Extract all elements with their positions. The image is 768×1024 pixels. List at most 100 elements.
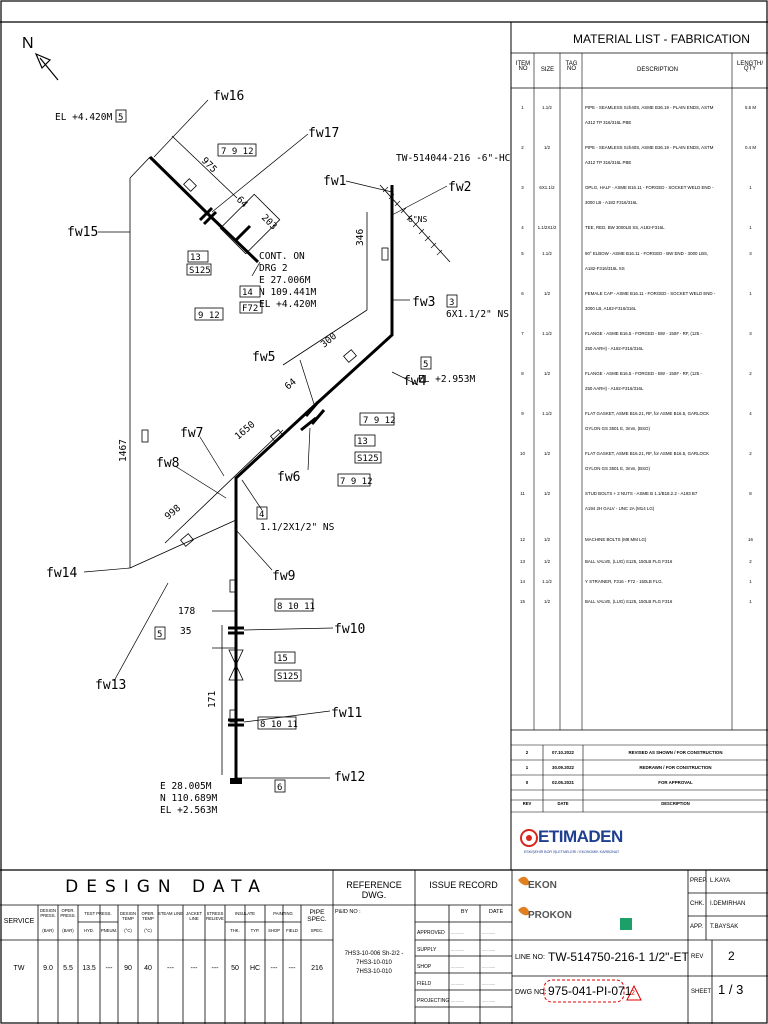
end-note-1: E 28.005M <box>160 781 212 792</box>
north-label: N <box>22 35 34 52</box>
ml-qty: 1 <box>749 599 752 604</box>
dd-s-c1: (°C) <box>124 928 132 933</box>
ml-desc-line: FLANGE - ASME B16.5 - FORGED - BW - 150#… <box>585 371 702 376</box>
issue-row: SUPPLY........................ <box>415 942 512 958</box>
fw15-label: fw15 <box>67 225 98 240</box>
ml-size: 1/2 <box>543 537 551 542</box>
ml-qty: 1 <box>749 185 752 190</box>
app-value: T.BAYSAK <box>710 924 739 930</box>
ml-qty: 0.4 M <box>745 145 756 150</box>
issue-row-label: SHOP <box>417 964 432 970</box>
dd-value-pipe-spec: 216 <box>311 965 323 972</box>
dd-h-pipe-spec: PIPE SPEC. <box>307 909 327 923</box>
ml-size: 1/2 <box>543 451 551 456</box>
rev-header-rev: REV <box>522 801 532 806</box>
ml-item: 8 <box>521 371 524 376</box>
tag-912c: 7 9 12 <box>363 416 396 426</box>
ml-item: 1 <box>521 105 524 110</box>
ml-desc: TEE, RED. BW 3000LB SS, A182-F316L <box>585 220 733 235</box>
ml-size: 1/2 <box>543 599 551 604</box>
fw10-label: fw10 <box>334 622 365 637</box>
issue-row-label: FIELD <box>417 981 432 987</box>
ml-desc: STUD BOLTS + 2 NUTS - ASME B 1.1/B18.2.2… <box>585 486 733 516</box>
dd-s-ins-typ: TYP. <box>250 928 260 933</box>
ml-item: 3 <box>521 185 524 190</box>
dd-s-barg2: (BAR) <box>62 928 74 933</box>
dwg-no-label: DWG NO: <box>515 989 547 996</box>
ml-header-tag: TAG NO <box>565 61 578 72</box>
fw6-label: fw6 <box>277 470 300 485</box>
ml-desc: BALL VALVE, (LUG) S125, 150LB FLG F316 <box>585 554 733 569</box>
north-arrow-icon: N <box>22 35 59 81</box>
flanges <box>198 206 326 727</box>
ml-size: 1/2 <box>543 291 551 296</box>
ml-desc-line: A194 2H GALV - UNC 2A (M14 LG) <box>585 506 655 511</box>
ml-item: 14 <box>520 579 525 584</box>
ml-size: 1.1/2 <box>542 105 552 110</box>
ml-desc-line: 250 AARH) - A182-F316/316L <box>585 346 644 351</box>
ekon-label: EKON <box>528 880 557 891</box>
issue-row: SHOP........................ <box>415 959 512 975</box>
issue-row-label: SUPPLY <box>417 947 437 953</box>
fw7-label: fw7 <box>180 426 203 441</box>
dd-value-oper-temp: 40 <box>144 965 152 972</box>
ml-desc-line: GYLON GS 3501 E, 3mm, (BSO) <box>585 426 650 431</box>
ml-desc: FLANGE - ASME B16.5 - FORGED - BW - 150#… <box>585 366 733 396</box>
ml-item: 12 <box>520 537 525 542</box>
ml-desc-line: FLAT GASKET, ASME B16.21, RF, for ASME B… <box>585 451 710 456</box>
tag-s125c: S125 <box>277 672 299 682</box>
fw12-label: fw12 <box>334 770 365 785</box>
dd-s-pipe-spec: SPEC. <box>310 928 324 933</box>
rev-header-desc: DESCRIPTION <box>661 801 690 806</box>
line-no-label: LINE NO: <box>515 954 545 961</box>
chk-label: CHK. <box>690 901 705 907</box>
dd-s-pneum: PNEUM. <box>100 928 118 933</box>
dim-64a: 64 <box>234 194 250 210</box>
dim-1650: 1650 <box>233 419 258 442</box>
revision-cloud <box>543 979 625 1003</box>
ml-size: 1/2 <box>543 559 551 564</box>
material-list-title: MATERIAL LIST - FABRICATION <box>573 32 750 46</box>
tag-s125b: S125 <box>357 454 379 464</box>
ml-size: 1.1/2 <box>542 331 552 336</box>
ml-desc: Y STRAINER, F316 - F72 - 150LB FLG. <box>585 574 733 589</box>
rev-date: 02.05.2021 <box>552 780 574 785</box>
tag-14: 14 <box>242 288 253 298</box>
tag-13b: 13 <box>357 437 368 447</box>
ml-qty: 4 <box>749 411 752 416</box>
revision-grid <box>511 744 768 813</box>
ml-desc: FLAT GASKET, ASME B16.21, RF, for ASME B… <box>585 406 733 436</box>
dim-178: 178 <box>178 606 195 617</box>
tag-81011a: 8 10 11 <box>277 602 315 612</box>
fw4-label: fw4 <box>403 374 427 389</box>
ml-desc: FEMALE CAP - ASME B16.11 - FORGED - SOCK… <box>585 286 733 316</box>
dd-value-hyd: 13.5 <box>82 965 96 972</box>
dd-value-stress: --- <box>211 965 219 972</box>
fw11-label: fw11 <box>331 706 362 721</box>
el-mid-note: EL +2.953M <box>418 374 475 385</box>
pipe-markers <box>141 178 389 723</box>
ml-size: 6X1.1/2 <box>539 185 555 190</box>
dd-h-test-press: TEST PRESS. <box>84 911 112 916</box>
ml-qty: 2 <box>749 559 752 564</box>
ml-size: 1/2 <box>543 491 551 496</box>
dd-value-ins-typ: HC <box>249 965 261 972</box>
y-strainer-icon <box>219 193 281 255</box>
dd-h-oper-temp: OPER. TEMP <box>141 911 155 921</box>
dd-s-hyd: HYD. <box>83 928 94 933</box>
ml-desc: FLAT GASKET, ASME B16.21, RF, for ASME B… <box>585 446 733 476</box>
dd-h-stress: STRESS RELIEVE <box>206 911 224 921</box>
ml-desc-line: GYLON GS 3501 E, 3mm, (BSO) <box>585 466 650 471</box>
dd-value-steam: --- <box>167 965 174 972</box>
ml-desc-line: 3000 LB - A182 F316/316L <box>585 200 638 205</box>
